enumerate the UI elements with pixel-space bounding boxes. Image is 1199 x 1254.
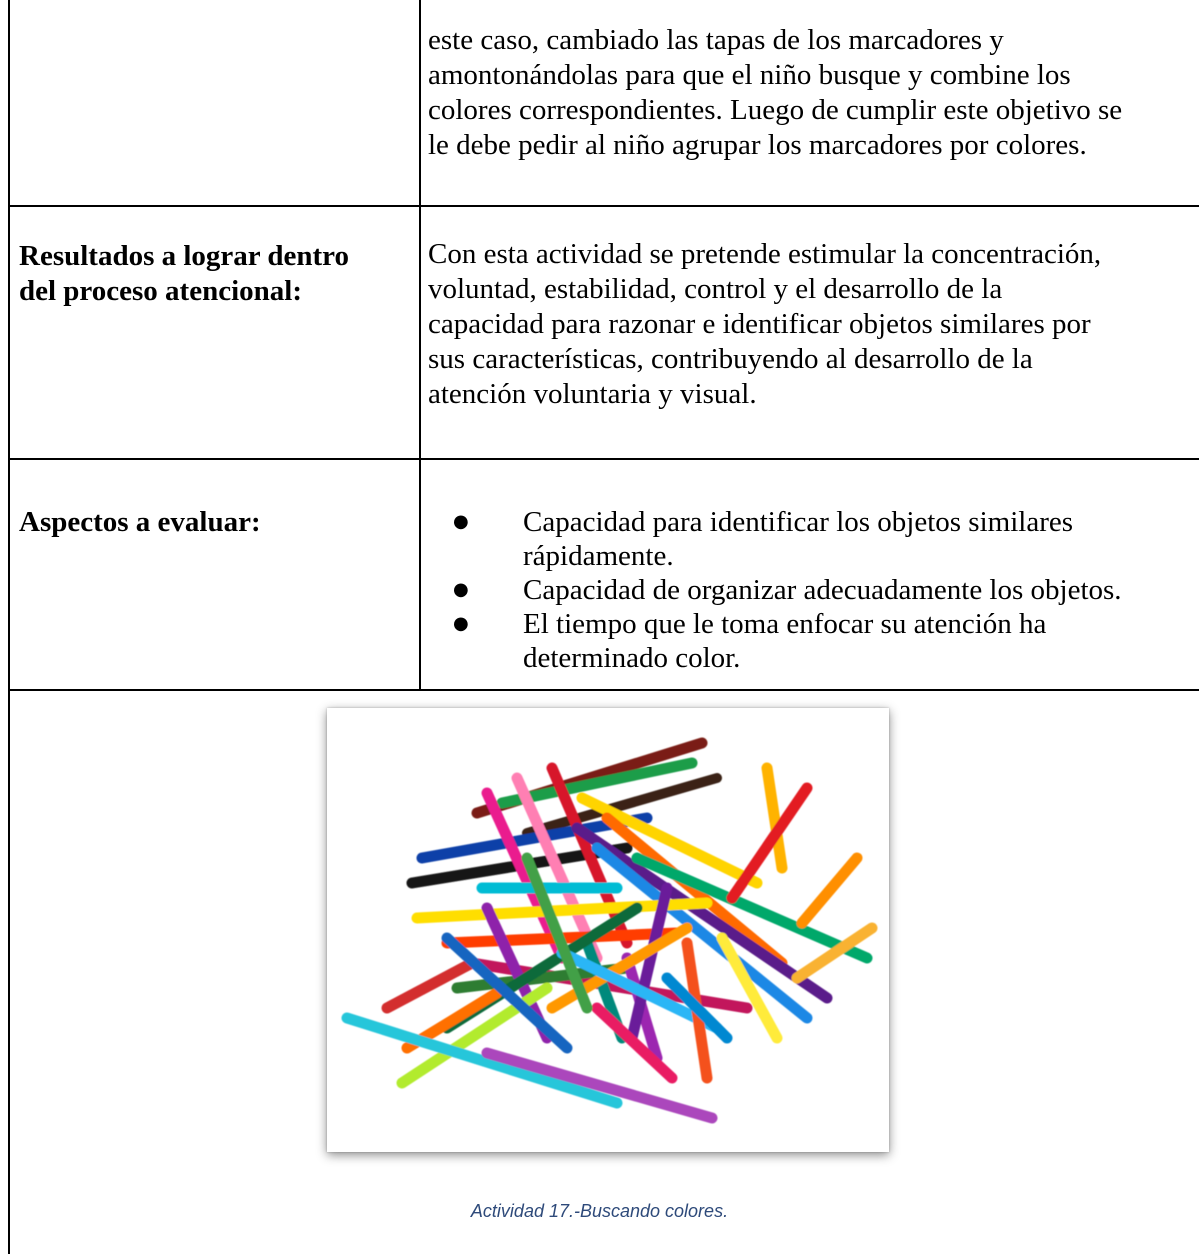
label-line: del proceso atencional:	[19, 275, 302, 307]
bullet-line: rápidamente.	[523, 540, 674, 572]
table-left-border	[8, 0, 10, 1254]
list-item: ● El tiempo que le toma enfocar su atenc…	[453, 607, 1196, 675]
table-column-divider	[419, 0, 421, 690]
label-line: Resultados a lograr dentro	[19, 240, 350, 272]
bullet-icon: ●	[453, 511, 469, 532]
list-item: ● Capacidad para identificar los objetos…	[453, 505, 1196, 573]
bullet-icon: ●	[453, 613, 469, 634]
figure-caption: Actividad 17.-Buscando colores.	[470, 1201, 729, 1221]
text-line: capacidad para razonar e identificar obj…	[428, 308, 1091, 340]
row-divider-3	[8, 689, 1199, 691]
row2-label: Resultados a lograr dentro del proceso a…	[19, 239, 414, 309]
bullet-icon: ●	[453, 579, 469, 600]
row1-text: este caso, cambiado las tapas de los mar…	[428, 23, 1198, 163]
bullet-line: El tiempo que le toma enfocar su atenció…	[523, 608, 1047, 640]
row-divider-1	[8, 205, 1199, 207]
row3-label: Aspectos a evaluar:	[19, 506, 261, 538]
markers-photo	[327, 708, 889, 1152]
text-line: sus características, contribuyendo al de…	[428, 343, 1033, 375]
text-line: colores correspondientes. Luego de cumpl…	[428, 94, 1123, 126]
bullet-line: determinado color.	[523, 642, 741, 674]
row-divider-2	[8, 458, 1199, 460]
text-line: Con esta actividad se pretende estimular…	[428, 238, 1102, 270]
text-line: amontonándolas para que el niño busque y…	[428, 59, 1071, 91]
list-item: ● Capacidad de organizar adecuadamente l…	[453, 573, 1196, 607]
bullet-line: Capacidad de organizar adecuadamente los…	[523, 574, 1122, 606]
scattered-markers-illustration	[341, 737, 878, 1124]
text-line: le debe pedir al niño agrupar los marcad…	[428, 129, 1087, 161]
text-line: voluntad, estabilidad, control y el desa…	[428, 273, 1003, 305]
text-line: atención voluntaria y visual.	[428, 378, 757, 410]
evaluation-aspects-list: ● Capacidad para identificar los objetos…	[453, 505, 1196, 675]
row2-text: Con esta actividad se pretende estimular…	[428, 237, 1198, 412]
bullet-line: Capacidad para identificar los objetos s…	[523, 506, 1074, 538]
text-line: este caso, cambiado las tapas de los mar…	[428, 24, 1004, 56]
